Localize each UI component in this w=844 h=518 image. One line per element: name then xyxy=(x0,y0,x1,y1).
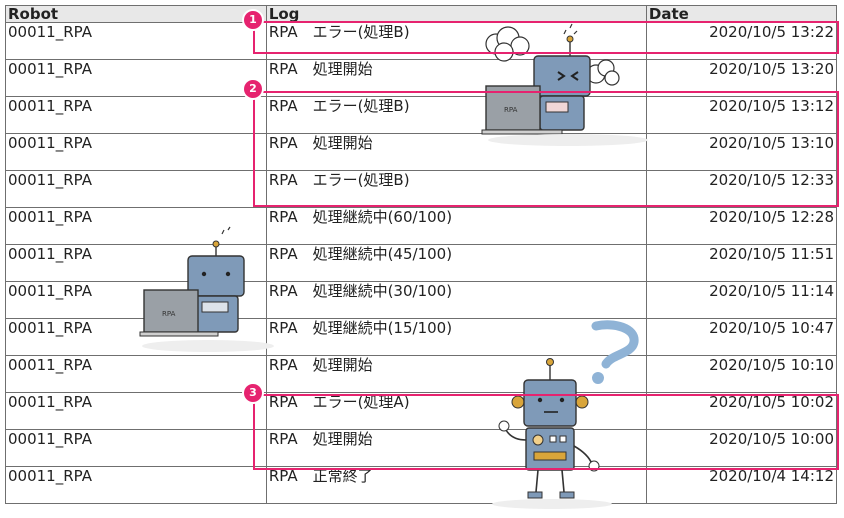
highlight-badge-3: 3 xyxy=(244,384,262,402)
robot-error-illustration: RPA xyxy=(481,23,648,146)
date-cell: 2020/10/5 11:51 xyxy=(645,244,838,282)
table-row[interactable]: 00011_RPA RPA 処理開始 2020/10/5 13:10 xyxy=(5,133,838,171)
robot-cell: 00011_RPA xyxy=(5,207,267,245)
robot-cell: 00011_RPA xyxy=(5,170,267,208)
robot-cell: 00011_RPA xyxy=(5,392,267,430)
date-cell: 2020/10/5 13:20 xyxy=(645,59,838,97)
date-cell: 2020/10/5 13:10 xyxy=(645,133,838,171)
question-mark-icon xyxy=(591,320,639,384)
table-row[interactable]: 00011_RPA RPA 処理継続中(45/100) 2020/10/5 11… xyxy=(5,244,838,282)
table-row[interactable]: 00011_RPA RPA エラー(処理B) 2020/10/5 13:22 xyxy=(5,22,838,60)
highlight-badge-1: 1 xyxy=(244,11,262,29)
robot-cell: 00011_RPA xyxy=(5,96,267,134)
robot-cell: 00011_RPA xyxy=(5,22,267,60)
header-robot[interactable]: Robot xyxy=(5,5,267,23)
laptop-label: RPA xyxy=(504,106,518,114)
log-cell: RPA 処理継続中(15/100) xyxy=(265,318,647,356)
robot-cell: 00011_RPA xyxy=(5,466,267,504)
table-row[interactable]: 00011_RPA RPA 正常終了 2020/10/4 14:12 xyxy=(5,466,838,504)
robot-cell: 00011_RPA xyxy=(5,133,267,171)
table-row[interactable]: 00011_RPA RPA エラー(処理B) 2020/10/5 12:33 xyxy=(5,170,838,208)
log-cell: RPA 正常終了 xyxy=(265,466,647,504)
table-row[interactable]: 00011_RPA RPA エラー(処理A) 2020/10/5 10:02 xyxy=(5,392,838,430)
date-cell: 2020/10/5 10:10 xyxy=(645,355,838,393)
date-cell: 2020/10/5 11:14 xyxy=(645,281,838,319)
header-date[interactable]: Date xyxy=(645,5,838,23)
highlight-frame-3 xyxy=(253,394,839,470)
table-row[interactable]: 00011_RPA RPA 処理開始 2020/10/5 10:00 xyxy=(5,429,838,467)
table-row[interactable]: 00011_RPA RPA 処理継続中(60/100) 2020/10/5 12… xyxy=(5,207,838,245)
highlight-frame-2 xyxy=(253,91,839,207)
highlight-badge-2: 2 xyxy=(244,80,262,98)
date-cell: 2020/10/5 10:02 xyxy=(645,392,838,430)
log-cell: RPA 処理継続中(60/100) xyxy=(265,207,647,245)
laptop-label: RPA xyxy=(162,310,176,318)
table-row[interactable]: 00011_RPA RPA 処理継続中(30/100) 2020/10/5 11… xyxy=(5,281,838,319)
date-cell: 2020/10/5 10:47 xyxy=(645,318,838,356)
date-cell: 2020/10/5 10:00 xyxy=(645,429,838,467)
date-cell: 2020/10/4 14:12 xyxy=(645,466,838,504)
table-row[interactable]: 00011_RPA RPA 処理開始 2020/10/5 10:10 xyxy=(5,355,838,393)
date-cell: 2020/10/5 13:12 xyxy=(645,96,838,134)
date-cell: 2020/10/5 12:28 xyxy=(645,207,838,245)
log-cell: RPA 処理開始 xyxy=(265,429,647,467)
header-log[interactable]: Log xyxy=(265,5,647,23)
table-header-row: Robot Log Date xyxy=(5,5,838,23)
table-row[interactable]: 00011_RPA RPA 処理継続中(15/100) 2020/10/5 10… xyxy=(5,318,838,356)
robot-working-illustration: RPA xyxy=(139,226,274,352)
robot-cell: 00011_RPA xyxy=(5,429,267,467)
log-cell: RPA 処理継続中(30/100) xyxy=(265,281,647,319)
smoke-cloud-icon xyxy=(485,26,620,86)
robot-cell: 00011_RPA xyxy=(5,59,267,97)
log-cell: RPA 処理継続中(45/100) xyxy=(265,244,647,282)
highlight-frame-1 xyxy=(253,21,839,54)
robot-cell: 00011_RPA xyxy=(5,355,267,393)
robot-question-illustration xyxy=(492,320,639,509)
date-cell: 2020/10/5 12:33 xyxy=(645,170,838,208)
